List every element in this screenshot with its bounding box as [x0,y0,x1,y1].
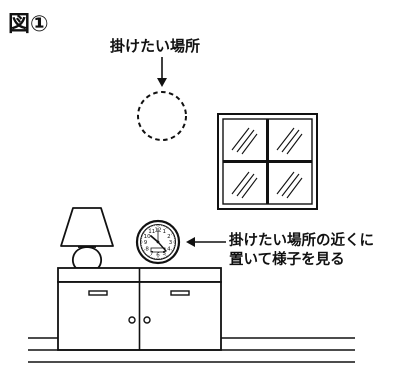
instruction-line-1: 掛けたい場所の近くに [229,233,374,249]
clock-number: 10 [144,234,151,240]
clock-tick [171,231,173,233]
clock-tick [144,230,147,232]
right-door-knob [143,316,151,324]
clock-tick [168,228,170,231]
clock-number: 1 [163,229,167,235]
clock-number: 6 [156,253,160,259]
clock-tick [171,233,174,235]
lamp [60,207,114,269]
sideboard-cabinet [57,267,222,351]
clock-tick [144,252,147,254]
clock-tick [165,255,167,258]
instruction-label: 掛けたい場所の近くに 置いて様子を見る [229,232,374,270]
left-arrow [186,237,226,247]
clock-tick [171,251,173,253]
instruction-line-2: 置いて様子を見る [229,252,345,268]
left-door-knob [128,316,136,324]
clock-tick [147,227,149,229]
clock-tick [149,226,151,229]
left-drawer-handle [88,290,108,296]
clock-tick [168,253,170,256]
wall-clock: 121234567891011 [135,219,181,265]
clock-tick [146,253,148,256]
right-drawer-handle [170,290,190,296]
target-location-circle [137,91,187,141]
clock-tick [147,255,149,257]
clock-number: 11 [148,229,155,235]
clock-tick [167,255,169,257]
window-glare [231,127,303,199]
clock-number: 4 [167,246,171,252]
clock-tick [143,231,145,233]
floor-lines [28,337,355,363]
clock-ticks [140,224,176,260]
clock-tick [142,233,145,235]
clock-number: 3 [169,240,173,246]
clock-number: 2 [167,234,171,240]
clock-hour-hand [150,235,159,243]
clock-tick [146,228,148,231]
clock-tick [142,249,145,251]
clock-tick [169,230,172,232]
figure-title: 図① [8,12,49,37]
clock-number: 8 [145,246,149,252]
clock-number: 9 [144,240,148,246]
window [217,113,318,210]
clock-tick [149,255,151,258]
clock-number: 5 [163,251,167,257]
clock-number: 7 [150,251,154,257]
down-arrow [157,57,167,87]
clock-tick [143,251,145,253]
target-place-label: 掛けたい場所 [110,37,201,55]
clock-tick [165,226,167,229]
clock-tick [167,227,169,229]
clock-tick [169,252,172,254]
clock-tick [171,249,174,251]
